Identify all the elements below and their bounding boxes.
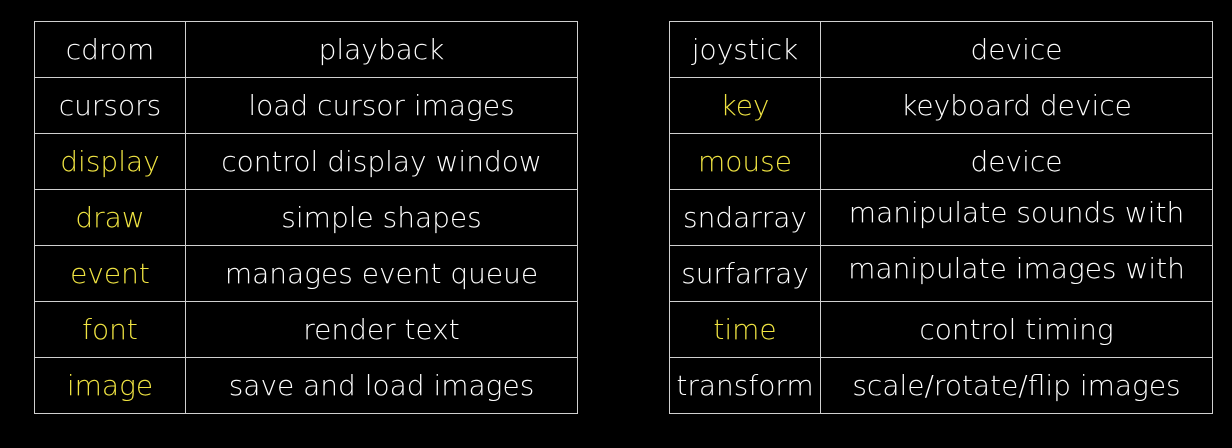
table-row: font render text — [34, 301, 578, 358]
module-description: playback — [185, 21, 578, 78]
table-row: mouse device — [669, 133, 1213, 190]
module-description: save and load images — [185, 357, 578, 414]
module-name-highlighted: draw — [34, 189, 186, 246]
module-name-highlighted: font — [34, 301, 186, 358]
module-name-highlighted: event — [34, 245, 186, 302]
table-row: transform scale/rotate/flip images — [669, 357, 1213, 414]
table-row: sndarray manipulate sounds with — [669, 189, 1213, 246]
module-name: surfarray — [669, 245, 821, 302]
table-row: display control display window — [34, 133, 578, 190]
module-name-highlighted: time — [669, 301, 821, 358]
module-name-highlighted: key — [669, 77, 821, 134]
module-description: control display window — [185, 133, 578, 190]
table-row: surfarray manipulate images with — [669, 245, 1213, 302]
module-description: simple shapes — [185, 189, 578, 246]
module-name: joystick — [669, 21, 821, 78]
table-row: key keyboard device — [669, 77, 1213, 134]
table-row: cursors load cursor images — [34, 77, 578, 134]
table-row: event manages event queue — [34, 245, 578, 302]
module-description: control timing — [820, 301, 1213, 358]
module-description: scale/rotate/flip images — [820, 357, 1213, 414]
table-row: image save and load images — [34, 357, 578, 414]
module-name: cursors — [34, 77, 186, 134]
module-name-highlighted: image — [34, 357, 186, 414]
module-description: render text — [185, 301, 578, 358]
table-row: draw simple shapes — [34, 189, 578, 246]
module-name: sndarray — [669, 189, 821, 246]
module-description: manipulate images with — [820, 245, 1213, 302]
right-module-table: joystick device key keyboard device mous… — [669, 21, 1213, 414]
left-module-table: cdrom playback cursors load cursor image… — [34, 21, 578, 414]
module-name: transform — [669, 357, 821, 414]
module-description: manipulate sounds with — [820, 189, 1213, 246]
module-name: cdrom — [34, 21, 186, 78]
table-row: time control timing — [669, 301, 1213, 358]
module-description: manages event queue — [185, 245, 578, 302]
module-description: device — [820, 133, 1213, 190]
module-name-highlighted: mouse — [669, 133, 821, 190]
table-row: cdrom playback — [34, 21, 578, 78]
module-description: load cursor images — [185, 77, 578, 134]
module-description: keyboard device — [820, 77, 1213, 134]
table-row: joystick device — [669, 21, 1213, 78]
module-name-highlighted: display — [34, 133, 186, 190]
module-description: device — [820, 21, 1213, 78]
